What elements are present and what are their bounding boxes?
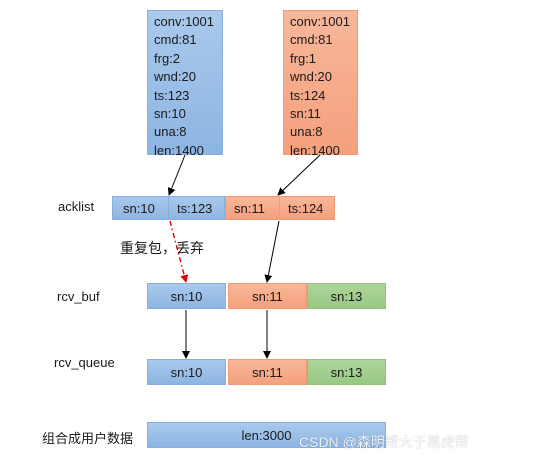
segment-field: una:8	[290, 124, 323, 140]
assembled-data-cell: len:3000	[147, 422, 386, 448]
rcv-buf-cell-sn11: sn:11	[228, 283, 307, 309]
rcv-queue-cell-sn10: sn:10	[147, 359, 226, 385]
duplicate-discard-note: 重复包，丢弃	[120, 241, 204, 257]
rcv-buf-cell-sn10: sn:10	[147, 283, 226, 309]
segment-box-sn10: conv:1001 cmd:81 frg:2 wnd:20 ts:123 sn:…	[147, 10, 223, 158]
rcv-buf-label: rcv_buf	[57, 289, 100, 304]
rcv-queue-label: rcv_queue	[54, 355, 115, 370]
acklist-cell-sn11: sn:11	[225, 196, 280, 220]
segment-field: frg:1	[290, 50, 317, 66]
rcv-queue-cell-sn13: sn:13	[307, 359, 386, 385]
assembled-data-label: 组合成用户数据	[42, 432, 134, 447]
segment-field: wnd:20	[290, 69, 332, 85]
acklist-label: acklist	[58, 199, 95, 214]
segment-field: len:1400	[154, 142, 204, 158]
segment-field: ts:123	[154, 87, 190, 103]
segment-box-sn11: conv:1001 cmd:81 frg:1 wnd:20 ts:124 sn:…	[283, 10, 358, 158]
arrow-seg10-to-acklist	[167, 154, 186, 196]
watermark: CSDN @森明帮大于黑虎帮	[299, 434, 469, 450]
rcv-buf-cell-sn13: sn:13	[307, 283, 386, 309]
segment-field: conv:1001	[154, 14, 214, 29]
arrow-acklist-sn11-to-rcv-buf	[264, 220, 280, 283]
segment-field: cmd:81	[290, 32, 333, 48]
segment-field: ts:124	[290, 87, 326, 103]
segment-field: len:1400	[290, 142, 340, 158]
acklist-cell-sn10: sn:10	[112, 196, 170, 220]
discard-arrow-sn10	[169, 220, 189, 283]
segment-field: conv:1001	[290, 14, 350, 29]
segment-field: una:8	[154, 124, 187, 140]
segment-field: wnd:20	[154, 69, 196, 85]
segment-field: cmd:81	[154, 32, 197, 48]
arrow-seg11-to-acklist	[277, 154, 321, 196]
rcv-queue-cell-sn11: sn:11	[228, 359, 307, 385]
segment-field: sn:10	[154, 106, 186, 122]
acklist-cell-ts124: ts:124	[279, 196, 335, 220]
segment-field: frg:2	[154, 50, 181, 66]
acklist-cell-ts123: ts:123	[168, 196, 225, 220]
segment-field: sn:11	[290, 106, 321, 122]
